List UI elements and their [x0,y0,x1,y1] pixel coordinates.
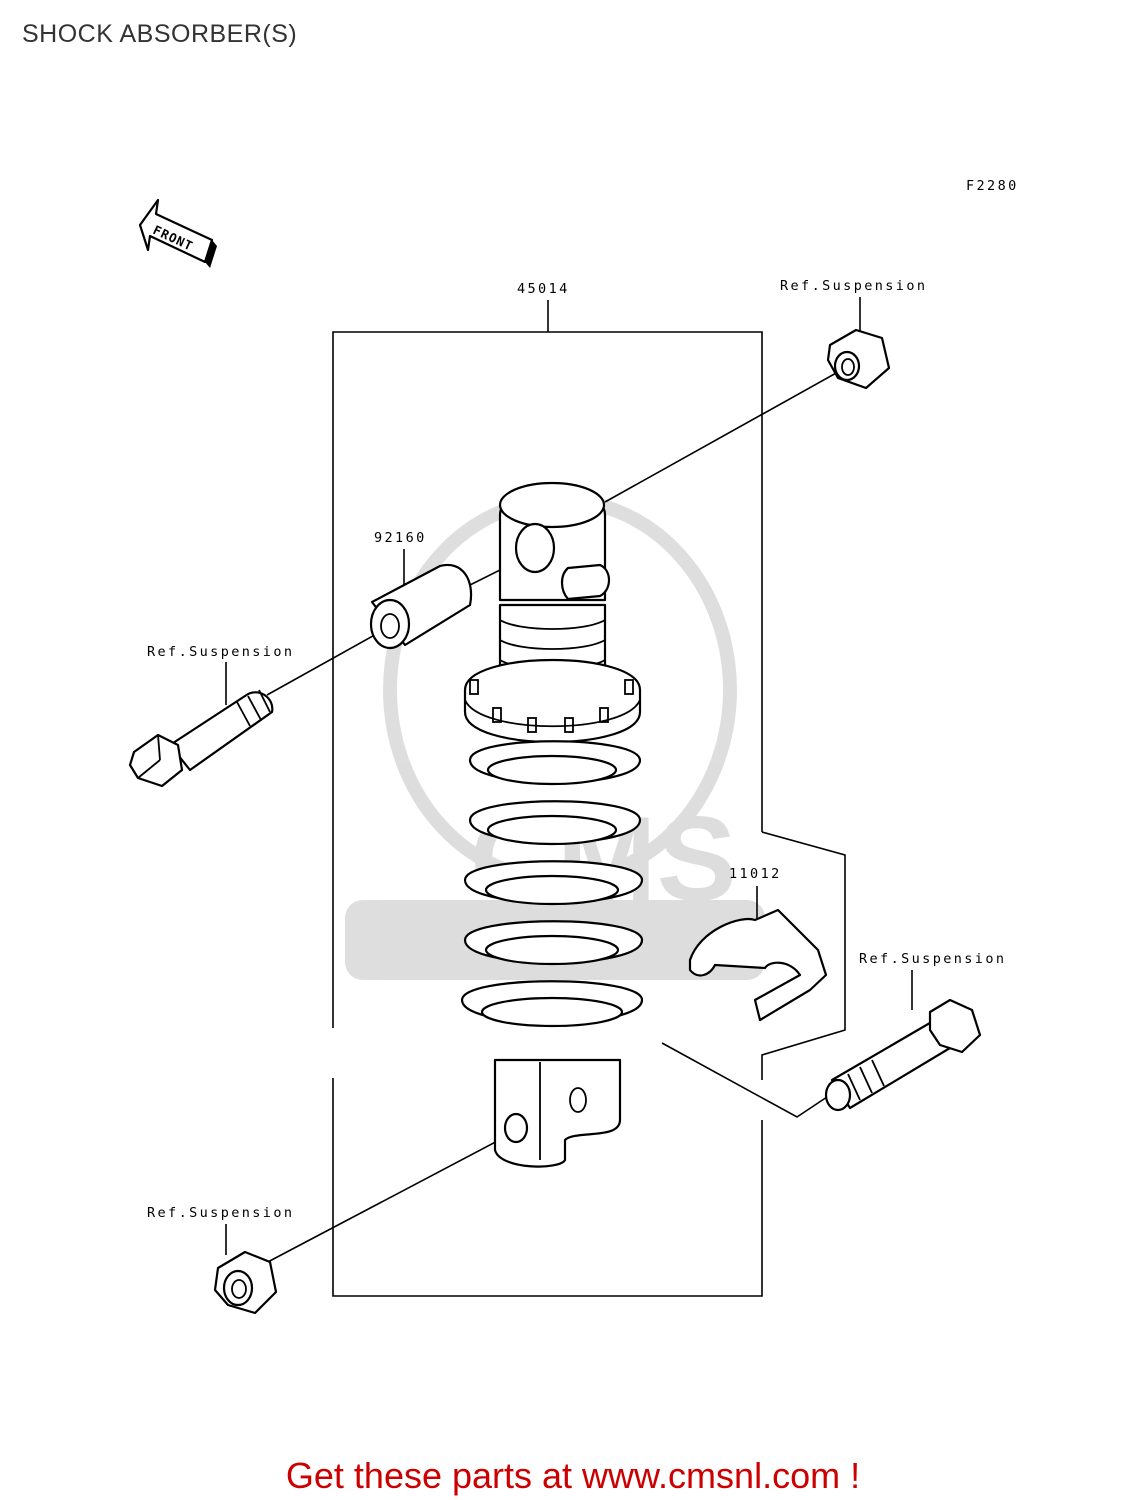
page-title: SHOCK ABSORBER(S) [22,20,298,48]
label-11012: 11012 [729,866,782,882]
footer-cta-link[interactable]: Get these parts at www.cmsnl.com ! [285,1455,861,1496]
shock-absorber-45014 [460,481,644,1168]
label-ref-suspension-bolt-top: Ref.Suspension [147,644,294,660]
parts-diagram: CMS F2280 FRONT 45014 Ref.Suspension 921… [128,178,1019,1315]
label-ref-suspension-bolt-right: Ref.Suspension [859,951,1006,967]
leader-lines [225,297,913,1265]
spring-coils [460,740,644,1028]
label-ref-suspension-nut-top: Ref.Suspension [780,278,927,294]
hex-nut-bottom [213,1250,278,1315]
label-ref-suspension-nut-bottom: Ref.Suspension [147,1205,294,1221]
clamp-11012 [688,908,828,1022]
bolt-top [128,689,274,788]
label-45014: 45014 [517,281,570,297]
collar-92160 [369,563,473,650]
bolt-right [824,998,982,1112]
label-92160: 92160 [374,530,427,546]
hex-nut-top [826,328,891,390]
assembly-bracket [332,300,846,1297]
adjuster-ring-notches [469,679,634,733]
front-arrow-icon: FRONT [138,198,217,268]
figure-code: F2280 [966,178,1019,194]
